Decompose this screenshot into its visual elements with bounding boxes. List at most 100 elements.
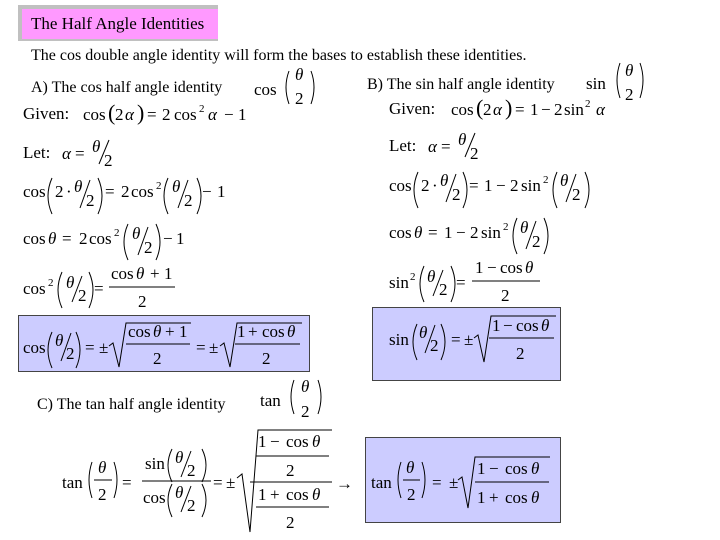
- a-step-1: cos 2 · θ 2 = 2 cos 2 θ 2 − 1: [23, 177, 226, 215]
- svg-text:2: 2: [532, 232, 541, 251]
- svg-text:cos: cos: [516, 316, 539, 335]
- b-result: sin θ 2 = ± 1 − cos θ 2: [389, 315, 556, 363]
- c-result: tan θ 2 = ± 1 − cos θ 1 + cos θ: [371, 456, 550, 509]
- svg-text:−: −: [202, 182, 212, 201]
- svg-text:cos: cos: [286, 432, 309, 451]
- svg-text:2: 2: [86, 191, 95, 210]
- svg-text:θ: θ: [132, 224, 140, 243]
- svg-text:+: +: [165, 322, 175, 341]
- svg-text:cos: cos: [143, 488, 166, 507]
- sin-result-box: [372, 307, 561, 381]
- svg-text:2: 2: [153, 349, 162, 368]
- section-a-given-label: Given:: [23, 104, 70, 123]
- svg-text:±: ±: [209, 338, 218, 357]
- svg-text:θ: θ: [55, 331, 63, 350]
- svg-text:2: 2: [187, 461, 196, 480]
- svg-text:2: 2: [98, 485, 107, 504]
- svg-text:+: +: [248, 322, 258, 341]
- section-c-heading: C) The tan half angle identity: [37, 396, 226, 413]
- c-derivation: tan θ 2 = sin θ 2 cos θ 2 = ± 1 − cos θ …: [62, 429, 353, 533]
- svg-text:2: 2: [470, 223, 479, 242]
- svg-text:±: ±: [464, 330, 473, 349]
- svg-text:=: =: [469, 176, 479, 195]
- svg-text:1: 1: [238, 105, 247, 124]
- svg-text:−: −: [456, 223, 466, 242]
- svg-text:1: 1: [477, 459, 486, 478]
- svg-text:cos: cos: [174, 105, 197, 124]
- svg-text:θ: θ: [48, 229, 56, 248]
- svg-text:cos: cos: [505, 459, 528, 478]
- a-result: cos θ 2 = ± cos θ + 1 2 = ± 1 + cos θ 2: [23, 322, 302, 369]
- svg-text:1: 1: [475, 258, 484, 277]
- svg-text:θ: θ: [136, 264, 144, 283]
- svg-text:cos: cos: [389, 223, 412, 242]
- svg-text:θ: θ: [98, 458, 106, 477]
- svg-text:1: 1: [444, 223, 453, 242]
- svg-text:2: 2: [516, 344, 525, 363]
- svg-text:sin: sin: [389, 330, 409, 349]
- svg-text:sin: sin: [521, 176, 541, 195]
- svg-text:θ: θ: [295, 65, 303, 84]
- svg-text:2: 2: [585, 98, 591, 110]
- svg-text:θ: θ: [414, 223, 422, 242]
- svg-text:→: →: [336, 474, 353, 493]
- svg-text:cos: cos: [451, 100, 474, 119]
- svg-text:2: 2: [439, 280, 448, 299]
- svg-text:2: 2: [470, 144, 479, 163]
- svg-text:2: 2: [138, 292, 147, 311]
- svg-text:cos: cos: [286, 485, 309, 504]
- svg-text:sin: sin: [586, 74, 606, 93]
- svg-text:2: 2: [78, 286, 87, 305]
- svg-text:cos: cos: [23, 279, 46, 298]
- svg-text:2: 2: [262, 349, 271, 368]
- svg-text:θ: θ: [406, 458, 414, 477]
- page-title: The Half Angle Identities: [22, 9, 218, 39]
- svg-text:±: ±: [226, 473, 235, 492]
- svg-text:θ: θ: [175, 483, 183, 502]
- svg-text:=: =: [94, 279, 104, 298]
- b-step-2: cos θ = 1 − 2 sin 2 θ 2: [389, 217, 549, 255]
- svg-text:±: ±: [449, 473, 458, 492]
- svg-text:θ: θ: [440, 171, 448, 190]
- svg-text:+: +: [489, 488, 499, 507]
- svg-text:−: −: [487, 258, 497, 277]
- section-b-given-label: Given:: [389, 99, 436, 118]
- svg-text:2: 2: [286, 461, 295, 480]
- svg-text:θ: θ: [531, 459, 539, 478]
- svg-text:2: 2: [115, 105, 124, 124]
- svg-text:2: 2: [144, 238, 153, 257]
- svg-text:cos: cos: [128, 322, 151, 341]
- svg-text:=: =: [432, 473, 442, 492]
- svg-text:1: 1: [484, 176, 493, 195]
- section-b-heading: B) The sin half angle identity: [367, 76, 555, 93]
- svg-text:θ: θ: [427, 267, 435, 286]
- svg-text:sin: sin: [145, 454, 165, 473]
- svg-text:θ: θ: [531, 488, 539, 507]
- svg-text:−: −: [224, 105, 234, 124]
- svg-text:tan: tan: [371, 473, 392, 492]
- a-header-expression: cos θ 2: [254, 65, 315, 108]
- svg-text:cos: cos: [23, 229, 46, 248]
- svg-text:=: =: [75, 144, 85, 163]
- svg-text:1: 1: [176, 229, 185, 248]
- svg-text:2: 2: [483, 100, 492, 119]
- svg-text:=: =: [85, 338, 95, 357]
- b-header-expression: sin θ 2: [586, 61, 644, 104]
- svg-text:1: 1: [237, 322, 246, 341]
- b-step-1: cos 2 · θ 2 = 1 − 2 sin 2 θ 2: [389, 171, 590, 209]
- svg-text:2: 2: [554, 100, 563, 119]
- svg-text:cos: cos: [500, 258, 523, 277]
- svg-text:2: 2: [501, 286, 510, 305]
- svg-text:(: (: [108, 100, 115, 125]
- svg-text:θ: θ: [175, 448, 183, 467]
- svg-text:±: ±: [99, 338, 108, 357]
- svg-text:tan: tan: [62, 473, 83, 492]
- svg-text:−: −: [541, 100, 551, 119]
- svg-text:α: α: [428, 137, 438, 156]
- svg-text:2: 2: [79, 229, 88, 248]
- svg-text:2: 2: [301, 402, 310, 421]
- svg-text:θ: θ: [153, 322, 161, 341]
- svg-text:2: 2: [121, 182, 130, 201]
- svg-text:sin: sin: [564, 100, 584, 119]
